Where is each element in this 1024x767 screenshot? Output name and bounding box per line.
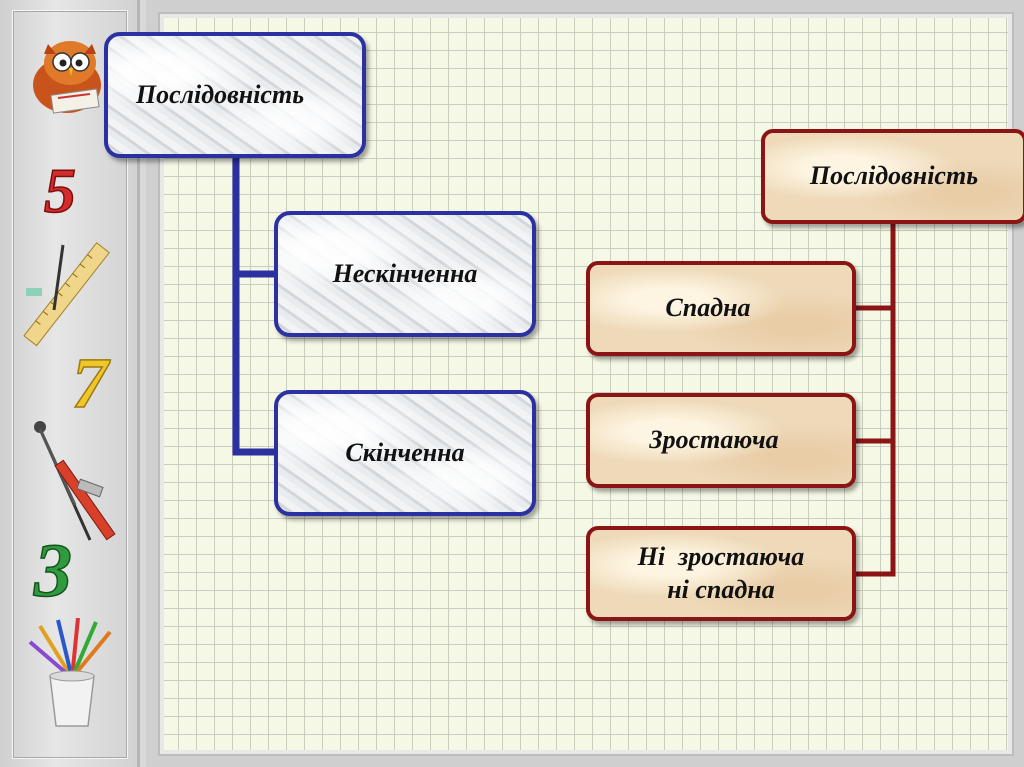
right-child-label: Ні зростаюча ні спадна bbox=[638, 541, 805, 606]
left-child-label: Скінченна bbox=[345, 437, 464, 470]
right-child-label: Зростаюча bbox=[649, 424, 778, 457]
right-child-node-zrost: Зростаюча bbox=[586, 393, 856, 488]
left-root-label: Послідовність bbox=[136, 79, 304, 112]
left-root-node: Послідовність bbox=[104, 32, 366, 158]
left-child-node-nesk: Нескінченна bbox=[274, 211, 536, 337]
right-child-node-ni: Ні зростаюча ні спадна bbox=[586, 526, 856, 621]
right-root-label: Послідовність bbox=[810, 160, 978, 193]
left-child-node-skin: Скінченна bbox=[274, 390, 536, 516]
right-child-label: Спадна bbox=[665, 292, 750, 325]
right-child-node-spadna: Спадна bbox=[586, 261, 856, 356]
right-root-node: Послідовність bbox=[761, 129, 1024, 224]
left-child-label: Нескінченна bbox=[333, 258, 478, 291]
